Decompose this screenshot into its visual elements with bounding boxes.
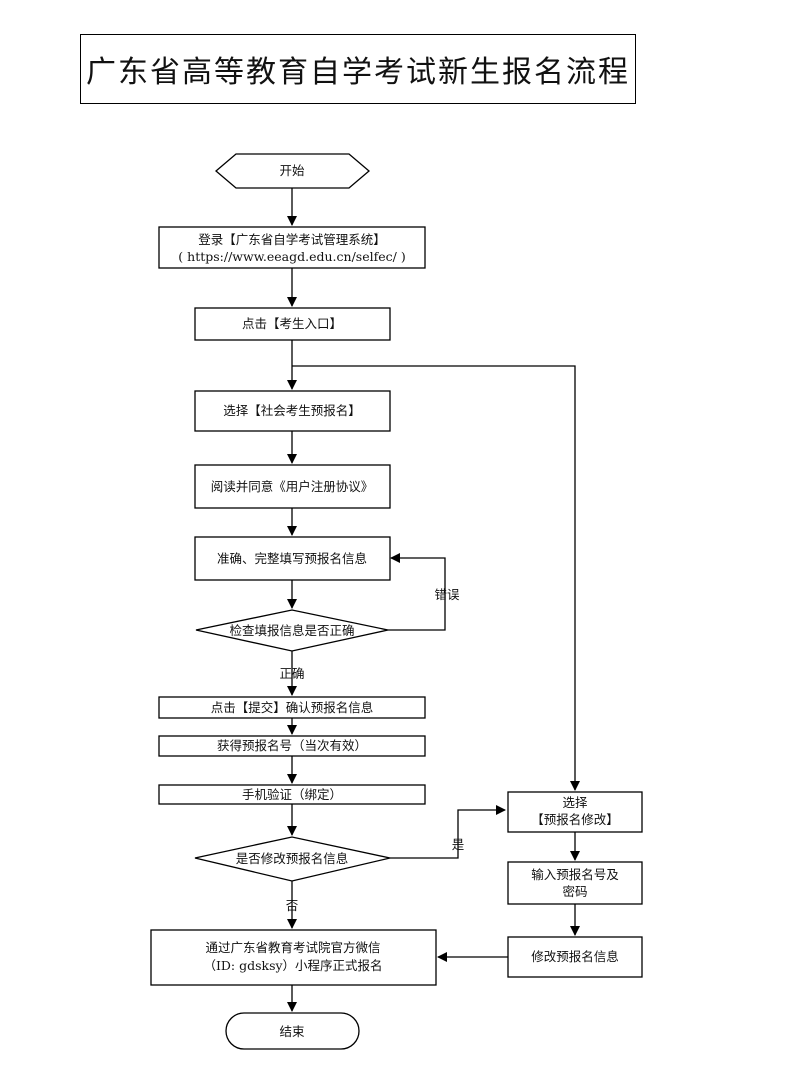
no-label: 否 (286, 898, 299, 913)
start-label: 开始 (279, 163, 305, 178)
input-number-label-line1: 输入预报名号及 (531, 867, 619, 882)
correct-label: 正确 (279, 666, 304, 681)
error-label: 错误 (434, 587, 460, 602)
connectors (287, 188, 580, 1012)
start-node (214, 153, 371, 189)
arrow-modifyq-yes (390, 805, 506, 859)
read-agree-label: 阅读并同意《用户注册协议》 (211, 479, 374, 494)
entry-label: 点击【考生入口】 (242, 316, 342, 331)
choose-modify-node (507, 791, 643, 833)
modify-info-label: 修改预报名信息 (531, 949, 619, 964)
modify-info-node (507, 936, 643, 978)
submit-label: 点击【提交】确认预报名信息 (211, 700, 374, 715)
page-title-box: 广东省高等教育自学考试新生报名流程 (80, 34, 636, 104)
choose-modify-label-line2: 【预报名修改】 (531, 812, 619, 827)
read-agree-node (194, 464, 391, 509)
entry-node (194, 307, 391, 341)
wechat-label-line2: （ID: gdsksy）小程序正式报名 (203, 958, 382, 973)
wechat-node (150, 929, 437, 986)
modify-question-label: 是否修改预报名信息 (236, 851, 349, 866)
login-label-line1: 登录【广东省自学考试管理系统】 (198, 232, 386, 247)
fill-info-label: 准确、完整填写预报名信息 (217, 551, 367, 566)
choose-social-node (194, 390, 391, 432)
get-number-label: 获得预报名号（当次有效） (217, 738, 367, 753)
login-node (158, 226, 426, 269)
phone-verify-node (158, 784, 426, 805)
check-info-label: 检查填报信息是否正确 (229, 623, 354, 638)
arrow-branch-modify (292, 365, 580, 791)
input-number-label-line2: 密码 (562, 884, 587, 899)
submit-node (158, 696, 426, 719)
phone-verify-label: 手机验证（绑定） (242, 787, 342, 802)
choose-modify-label-line1: 选择 (562, 795, 588, 810)
get-number-node (158, 735, 426, 757)
arrow-check-error (388, 553, 446, 631)
input-number-node (507, 861, 643, 905)
yes-label: 是 (452, 837, 465, 852)
login-label-line2: ( https://www.eeagd.edu.cn/selfec/ ) (178, 249, 405, 264)
check-info-node (195, 609, 389, 652)
page-title: 广东省高等教育自学考试新生报名流程 (86, 55, 630, 90)
wechat-label-line1: 通过广东省教育考试院官方微信 (205, 940, 380, 955)
fill-info-node (194, 536, 391, 581)
end-node (225, 1012, 360, 1050)
choose-social-label: 选择【社会考生预报名】 (223, 403, 361, 418)
end-label: 结束 (279, 1024, 305, 1039)
modify-question-node (194, 836, 391, 882)
